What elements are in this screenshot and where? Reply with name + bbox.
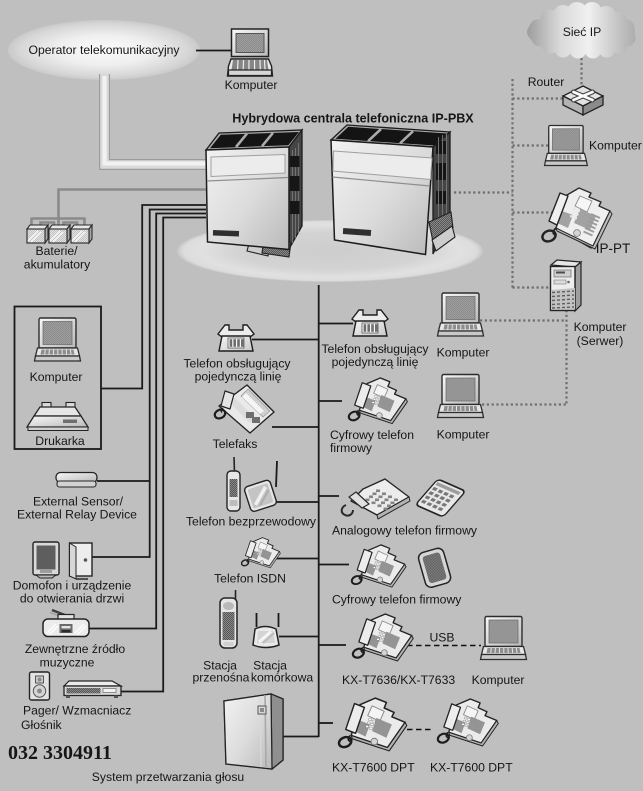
- svg-text:KX-T7636/KX-T7633: KX-T7636/KX-T7633: [342, 673, 455, 687]
- svg-text:firmowy: firmowy: [330, 441, 373, 455]
- svg-text:Baterie/: Baterie/: [35, 244, 78, 258]
- svg-text:pojedynczą linię: pojedynczą linię: [195, 370, 282, 384]
- svg-text:Komputer: Komputer: [472, 673, 525, 687]
- svg-text:akumulatory: akumulatory: [24, 258, 91, 272]
- svg-text:KX-T7600 DPT: KX-T7600 DPT: [430, 761, 513, 775]
- svg-text:Sieć IP: Sieć IP: [563, 25, 602, 39]
- svg-text:Stacja: Stacja: [253, 659, 287, 673]
- svg-text:System przetwarzania głosu: System przetwarzania głosu: [92, 770, 244, 784]
- svg-text:Router: Router: [528, 75, 565, 89]
- svg-text:Drukarka: Drukarka: [35, 434, 85, 448]
- svg-text:External Sensor/: External Sensor/: [33, 495, 124, 509]
- svg-text:KX-T7600 DPT: KX-T7600 DPT: [332, 761, 415, 775]
- svg-text:Pager/ Wzmacniacz: Pager/ Wzmacniacz: [23, 704, 131, 718]
- svg-text:Cyfrowy telefon firmowy: Cyfrowy telefon firmowy: [332, 593, 462, 607]
- svg-text:Domofon i urządzenie: Domofon i urządzenie: [13, 579, 132, 593]
- svg-text:Telefon bezprzewodowy: Telefon bezprzewodowy: [186, 515, 317, 529]
- svg-text:IP-PT: IP-PT: [596, 241, 631, 256]
- svg-text:Telefon obsługujący: Telefon obsługujący: [183, 357, 291, 371]
- svg-text:Hybrydowa centrala telefoniczn: Hybrydowa centrala telefoniczna IP-PBX: [232, 112, 474, 126]
- svg-text:Głośnik: Głośnik: [21, 718, 63, 732]
- svg-text:(Serwer): (Serwer): [577, 334, 624, 348]
- svg-text:do otwierania drzwi: do otwierania drzwi: [20, 592, 124, 606]
- svg-text:Telefaks: Telefaks: [213, 437, 258, 451]
- svg-text:przenośna: przenośna: [193, 671, 250, 685]
- svg-text:Komputer: Komputer: [437, 346, 490, 360]
- svg-text:USB: USB: [429, 631, 454, 645]
- svg-text:Cyfrowy telefon: Cyfrowy telefon: [330, 428, 414, 442]
- svg-text:Stacja: Stacja: [203, 659, 237, 673]
- svg-text:Komputer: Komputer: [437, 428, 490, 442]
- svg-text:Komputer: Komputer: [225, 78, 278, 92]
- svg-text:Komputer: Komputer: [574, 320, 627, 334]
- svg-text:Komputer: Komputer: [30, 370, 83, 384]
- svg-text:Telefon obsługujący: Telefon obsługujący: [321, 342, 429, 356]
- svg-text:Operator telekomunikacyjny: Operator telekomunikacyjny: [28, 43, 180, 57]
- svg-text:Telefon ISDN: Telefon ISDN: [214, 572, 286, 586]
- svg-text:032 3304911: 032 3304911: [8, 742, 112, 764]
- svg-text:Analogowy telefon firmowy: Analogowy telefon firmowy: [332, 524, 478, 538]
- svg-text:External Relay Device: External Relay Device: [17, 508, 137, 522]
- svg-text:Komputer: Komputer: [589, 139, 642, 153]
- svg-text:komórkowa: komórkowa: [251, 671, 314, 685]
- svg-text:muzyczne: muzyczne: [40, 656, 95, 670]
- svg-text:pojedynczą linię: pojedynczą linię: [332, 355, 419, 369]
- svg-text:Zewnętrzne źródło: Zewnętrzne źródło: [25, 642, 125, 656]
